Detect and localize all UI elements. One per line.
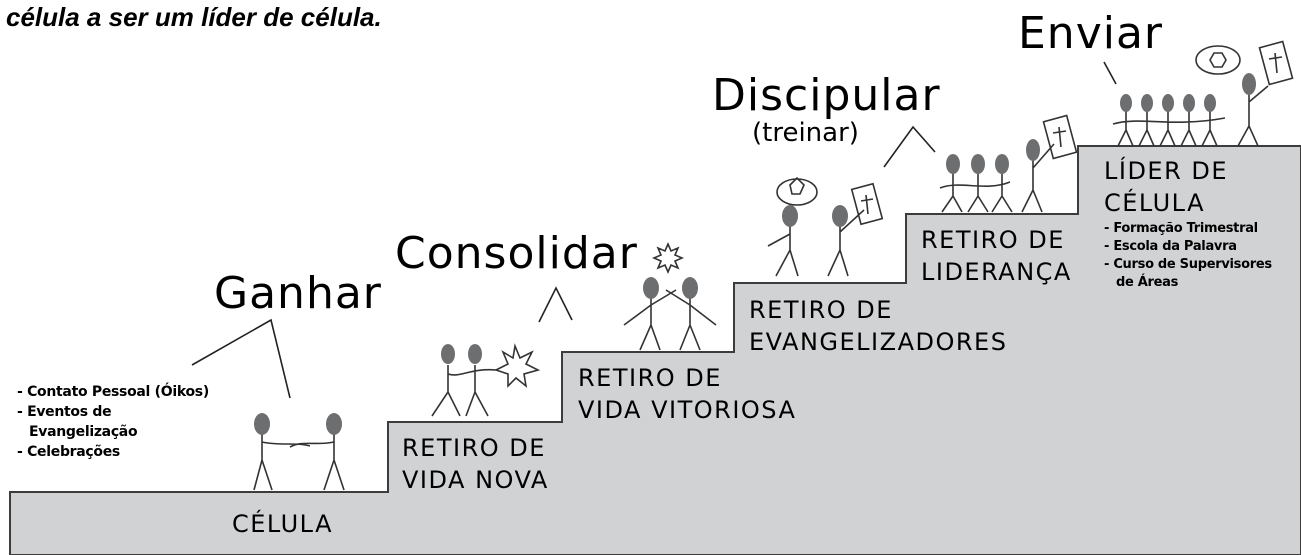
leader-item: de Áreas	[1116, 275, 1179, 290]
win-items-list: - Contato Pessoal (Óikos) - Eventos de E…	[17, 382, 209, 462]
people-group-lider	[1112, 40, 1294, 147]
leader-item: - Formação Trimestral	[1104, 221, 1258, 236]
win-item: - Celebrações	[17, 444, 120, 460]
leader-items-list: - Formação Trimestral - Escola da Palavr…	[1104, 220, 1272, 292]
level-lider-celula-line-2: CÉLULA	[1104, 189, 1206, 217]
level-vida-vitoriosa-line-2: VIDA VITORIOSA	[578, 396, 797, 424]
people-group-vida-vitoriosa	[623, 241, 717, 351]
win-item: - Contato Pessoal (Óikos)	[17, 384, 209, 400]
bible-icon	[850, 182, 884, 226]
level-vida-vitoriosa-line-1: RETIRO DE	[578, 364, 722, 392]
action-ganhar: Ganhar	[214, 268, 382, 319]
level-lideranca-line-2: LIDERANÇA	[921, 258, 1072, 286]
action-discipular: Discipular	[712, 70, 941, 121]
level-lideranca-line-1: RETIRO DE	[921, 226, 1065, 254]
people-group-evangelizadores	[767, 176, 884, 277]
leader-item: - Curso de Supervisores	[1104, 257, 1272, 272]
win-item: Evangelização	[29, 424, 138, 440]
level-celula-line-1: CÉLULA	[232, 510, 334, 538]
header-text: célula a ser um líder de célula.	[6, 2, 382, 32]
action-consolidar: Consolidar	[395, 228, 638, 279]
action-discipular-sub: (treinar)	[752, 118, 859, 148]
people-group-celula	[253, 433, 345, 491]
person-heads-lider	[1120, 73, 1256, 112]
speech-bubble-icon	[776, 178, 818, 206]
level-vida-nova-line-2: VIDA NOVA	[402, 466, 549, 494]
level-lider-celula: LÍDER DE CÉLULA	[1104, 155, 1228, 219]
level-lider-celula-line-1: LÍDER DE	[1104, 157, 1229, 185]
burst-icon	[651, 241, 685, 275]
person-heads-celula	[254, 413, 342, 435]
spark-icon	[493, 343, 541, 388]
action-enviar: Enviar	[1018, 8, 1164, 59]
enviar-pointer	[1103, 61, 1117, 85]
pointer-lines	[191, 61, 1117, 399]
leader-item: - Escola da Palavra	[1104, 239, 1237, 254]
people-group-lideranca	[939, 114, 1078, 213]
level-evangelizadores-line-2: EVANGELIZADORES	[749, 328, 1008, 356]
person-heads-vida-vitoriosa	[643, 277, 698, 299]
win-item: - Eventos de	[17, 404, 112, 420]
discipular-pointer	[883, 125, 936, 168]
speech-bubble-icon-2	[1195, 45, 1241, 75]
people-group-vida-nova	[431, 343, 541, 417]
person-heads-lideranca	[946, 139, 1040, 174]
bible-icon-3	[1258, 40, 1294, 86]
level-evangelizadores: RETIRO DE EVANGELIZADORES	[749, 294, 1007, 358]
level-vida-nova: RETIRO DE VIDA NOVA	[402, 432, 549, 496]
level-vida-nova-line-1: RETIRO DE	[402, 434, 546, 462]
person-heads-evangelizadores	[782, 205, 848, 227]
level-celula: CÉLULA	[232, 508, 333, 540]
level-lideranca: RETIRO DE LIDERANÇA	[921, 224, 1072, 288]
person-heads-vida-nova	[441, 344, 482, 364]
consolidar-pointer	[538, 286, 573, 323]
staircase-steps	[9, 145, 1301, 555]
level-vida-vitoriosa: RETIRO DE VIDA VITORIOSA	[578, 362, 796, 426]
level-evangelizadores-line-1: RETIRO DE	[749, 296, 893, 324]
ganhar-pointer	[191, 318, 291, 399]
bible-icon-2	[1042, 114, 1078, 160]
